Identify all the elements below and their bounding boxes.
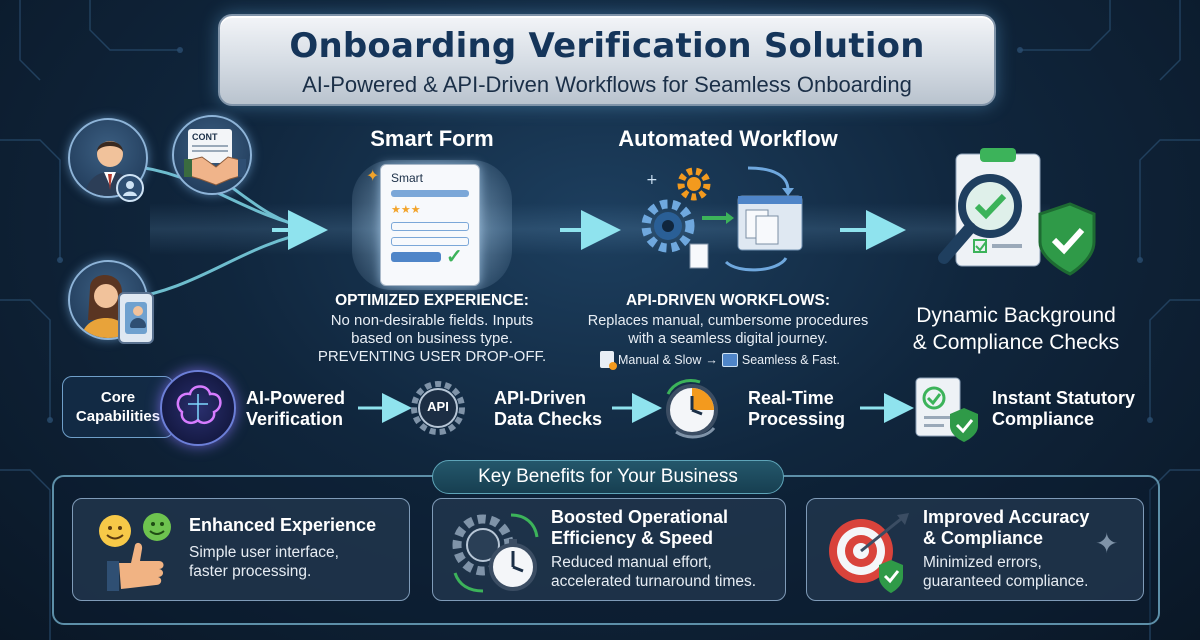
page-subtitle: AI-Powered & API-Driven Workflows for Se… — [302, 72, 912, 97]
benefit-3-title-line-1: Improved Accuracy — [923, 507, 1090, 527]
benefit-3-title: Improved Accuracy & Compliance — [923, 507, 1089, 549]
workflow-line-2: with a seamless digital journey. — [628, 331, 828, 347]
smart-form-title: Smart Form — [370, 126, 494, 151]
benefit-1-desc-line-1: Simple user interface, — [189, 544, 339, 561]
capability-real-time-processing: Real-Time Processing — [748, 388, 845, 430]
smart-form-line-1: No non-desirable fields. Inputs — [330, 312, 534, 329]
benefit-2-title-line-2: Efficiency & Speed — [551, 528, 714, 548]
smart-form-line-2: based on business type. — [351, 330, 513, 347]
benefit-1-title: Enhanced Experience — [189, 515, 377, 535]
sparkle-icon: ✦ — [1095, 528, 1119, 559]
user-badge-icon — [116, 174, 144, 202]
contract-document-icon: CONT — [188, 129, 232, 163]
manual-vs-seamless-row: Manual & Slow → Seamless & Fast. — [600, 351, 870, 370]
sparkle-icon: ✦ — [366, 168, 380, 185]
workflow-line-1: Replaces manual, cumbersome procedures — [587, 313, 869, 329]
smart-form-label: Smart — [391, 171, 424, 185]
api-gear-icon: API — [408, 378, 468, 438]
svg-text:+: + — [646, 172, 658, 188]
dynamic-checks-line-1: Dynamic Background — [916, 304, 1116, 327]
api-badge: API — [427, 399, 449, 414]
dynamic-checks-line-2: & Compliance Checks — [912, 331, 1120, 354]
contract-handshake-avatar: CONT — [172, 115, 252, 195]
workflow-title: Automated Workflow — [618, 126, 838, 151]
handshake-icon — [184, 156, 246, 186]
benefit-2-title-line-1: Boosted Operational — [551, 507, 729, 527]
page-title: Onboarding Verification Solution — [289, 26, 925, 66]
phone-id-icon — [118, 292, 154, 344]
benefit-3-title-line-2: & Compliance — [923, 528, 1044, 548]
capability-statutory-compliance: Instant Statutory Compliance — [992, 388, 1135, 430]
benefit-2-desc-line-2: accelerated turnaround times. — [551, 573, 757, 590]
smart-form-description: No non-desirable fields. Inputs based on… — [302, 312, 562, 366]
capability-2-line-2: Data Checks — [494, 409, 603, 429]
benefit-3-desc-line-1: Minimized errors, — [923, 554, 1042, 571]
seamless-fast-label: Seamless & Fast. — [741, 352, 840, 367]
benefit-3-desc-line-2: guaranteed compliance. — [923, 573, 1089, 590]
dynamic-checks-text: Dynamic Background & Compliance Checks — [900, 302, 1132, 356]
title-banner: Onboarding Verification Solution AI-Powe… — [218, 14, 996, 106]
shield-check-icon — [1038, 202, 1096, 276]
benefit-1-desc-line-2: faster processing. — [189, 563, 312, 580]
workflow-description: Replaces manual, cumbersome procedures w… — [560, 312, 896, 348]
smart-form-line-3: PREVENTING USER DROP-OFF. — [317, 348, 547, 365]
workflow-illustration: + — [641, 166, 803, 272]
core-label-line-2: Capabilities — [75, 408, 161, 425]
ai-brain-icon — [160, 370, 236, 446]
workflow-heading: API-DRIVEN WORKFLOWS: — [625, 292, 831, 309]
compliance-check-illustration — [938, 148, 1096, 276]
manual-slow-label: Manual & Slow — [618, 352, 702, 367]
capability-ai-verification: AI-Powered Verification — [246, 388, 345, 430]
statutory-document-icon — [908, 374, 980, 444]
benefits-title-text: Key Benefits for Your Business — [478, 466, 738, 487]
document-icon — [689, 243, 709, 269]
benefit-card-experience: Enhanced Experience Simple user interfac… — [72, 498, 410, 601]
benefit-2-title: Boosted Operational Efficiency & Speed — [551, 507, 728, 549]
benefit-2-desc: Reduced manual effort, accelerated turna… — [551, 553, 756, 591]
seamless-screen-icon — [721, 352, 738, 367]
capability-2-line-1: API-Driven — [494, 388, 587, 408]
magnifier-icon — [958, 174, 1022, 238]
benefit-1-desc: Simple user interface, faster processing… — [189, 543, 339, 581]
core-label-line-1: Core — [100, 389, 136, 406]
gear-icon — [641, 199, 695, 253]
capability-1-line-1: AI-Powered — [246, 388, 346, 408]
capability-api-data-checks: API-Driven Data Checks — [494, 388, 602, 430]
smiley-thumbs-up-icon — [99, 513, 171, 591]
smart-form-heading: OPTIMIZED EXPERIENCE: — [335, 292, 529, 309]
orange-gear-icon — [677, 167, 711, 201]
capability-3-line-1: Real-Time — [748, 388, 834, 408]
stopwatch-icon — [658, 374, 726, 442]
rating-stars: ★★★ — [391, 204, 421, 216]
benefits-title: Key Benefits for Your Business — [432, 460, 784, 494]
benefit-card-efficiency: Boosted Operational Efficiency & Speed R… — [432, 498, 786, 601]
form-check-icon: ✓ — [446, 246, 463, 268]
woman-icon — [80, 274, 130, 338]
benefit-2-desc-line-1: Reduced manual effort, — [551, 554, 712, 571]
contract-label: CONT — [192, 132, 218, 142]
target-shield-icon — [829, 513, 909, 593]
capability-4-line-2: Compliance — [992, 409, 1095, 429]
capability-3-line-2: Processing — [748, 409, 846, 429]
capability-1-line-2: Verification — [246, 409, 344, 429]
manual-doc-icon — [600, 351, 617, 370]
capability-4-line-1: Instant Statutory — [992, 388, 1136, 408]
benefit-card-accuracy: Improved Accuracy & Compliance Minimized… — [806, 498, 1144, 601]
gear-stopwatch-icon — [452, 513, 539, 593]
smart-form-icon: Smart ★★★ — [380, 164, 480, 286]
manual-to-seamless-arrow: → — [705, 352, 718, 367]
benefit-3-desc: Minimized errors, guaranteed compliance. — [923, 553, 1088, 591]
